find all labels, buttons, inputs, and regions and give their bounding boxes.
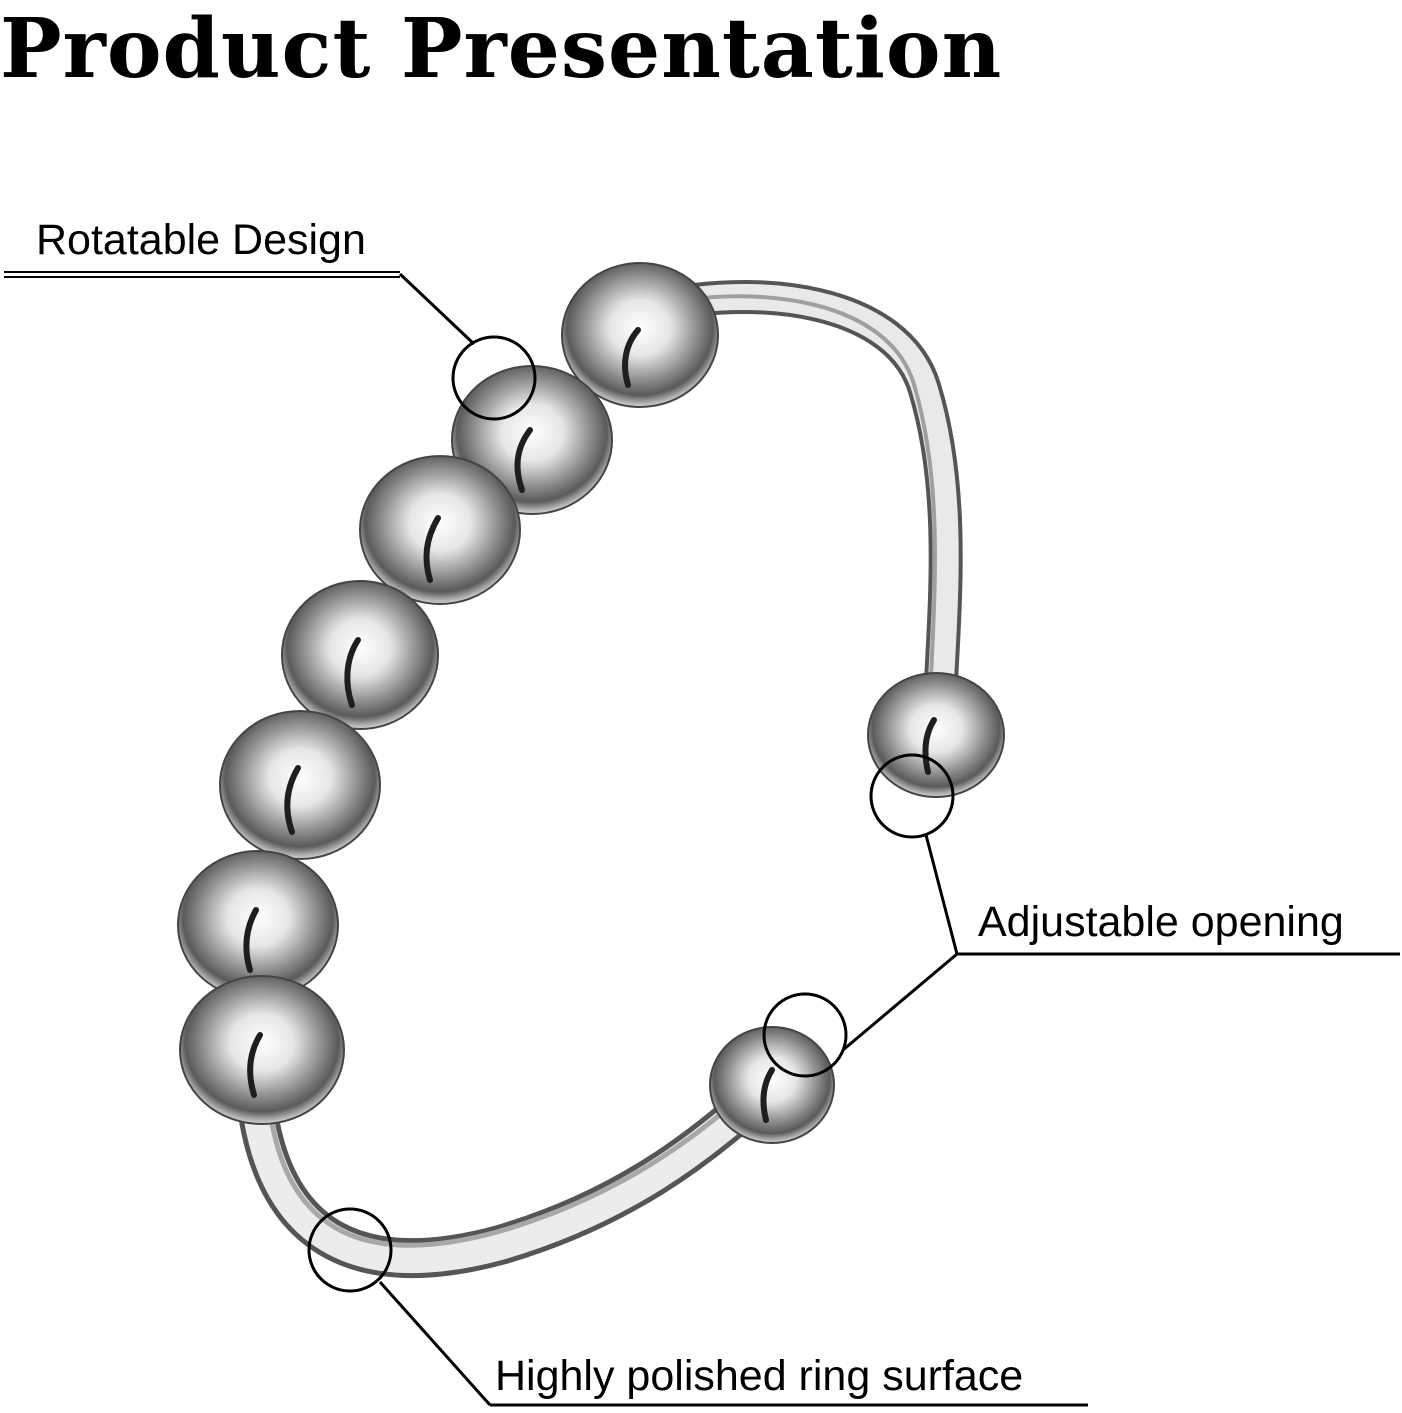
end-bead-upper — [867, 672, 1005, 798]
callout-adjustable — [762, 753, 1400, 1078]
bead-row — [177, 262, 719, 1125]
callout-circle-icon — [869, 753, 955, 839]
adjustable-opening-label: Adjustable opening — [978, 898, 1344, 946]
callout-rotatable — [4, 271, 537, 421]
end-bead-lower — [709, 1026, 835, 1144]
callout-circle-icon — [451, 335, 537, 421]
rotatable-design-label: Rotatable Design — [36, 216, 366, 264]
callout-circle-icon — [307, 1207, 393, 1293]
polished-surface-label: Highly polished ring surface — [495, 1352, 1024, 1400]
callout-circle-icon — [762, 992, 848, 1078]
callout-polished — [307, 1207, 1088, 1407]
page-title: Product Presentation — [0, 1, 1003, 97]
ring-image — [177, 262, 1005, 1279]
